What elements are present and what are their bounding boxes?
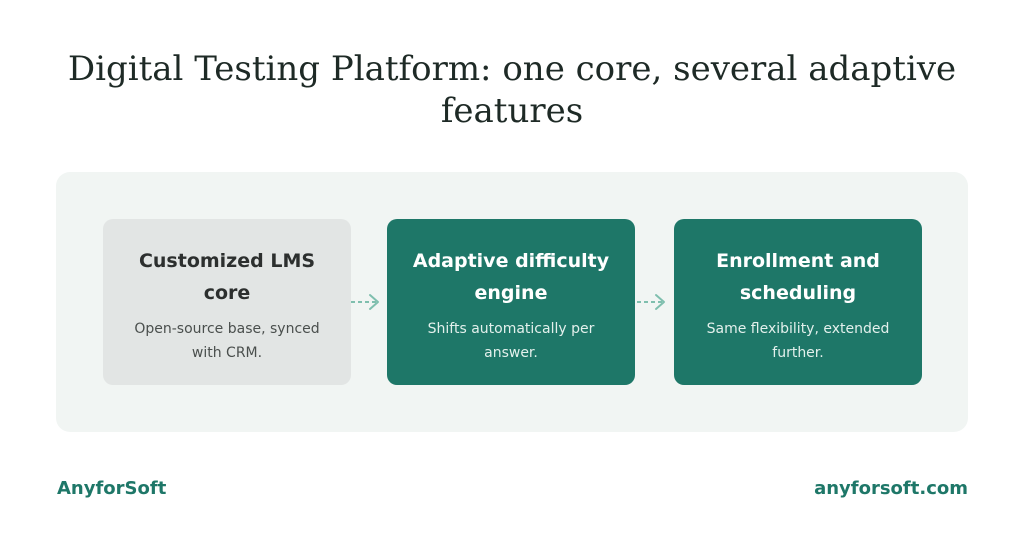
step-description: Shifts automatically per answer. xyxy=(427,321,595,361)
process-diagram: Customized LMS core Open-source base, sy… xyxy=(56,172,968,432)
website-link[interactable]: anyforsoft.com xyxy=(814,478,968,499)
step-title: Customized LMS core xyxy=(138,250,316,304)
page-title: Digital Testing Platform: one core, seve… xyxy=(67,49,957,131)
step-card-lms-core: Customized LMS core Open-source base, sy… xyxy=(103,219,351,385)
brand-logo-text: AnyforSoft xyxy=(57,478,167,499)
step-description: Open-source base, synced with CRM. xyxy=(134,321,320,361)
step-description: Same flexibility, extended further. xyxy=(706,321,890,361)
step-card-adaptive-engine: Adaptive difficulty engine Shifts automa… xyxy=(387,219,635,385)
step-title: Enrollment and scheduling xyxy=(716,250,880,304)
step-card-enrollment: Enrollment and scheduling Same flexibili… xyxy=(674,219,922,385)
arrow-right-icon xyxy=(351,294,379,310)
step-title: Adaptive difficulty engine xyxy=(412,250,610,304)
arrow-right-icon xyxy=(637,294,665,310)
